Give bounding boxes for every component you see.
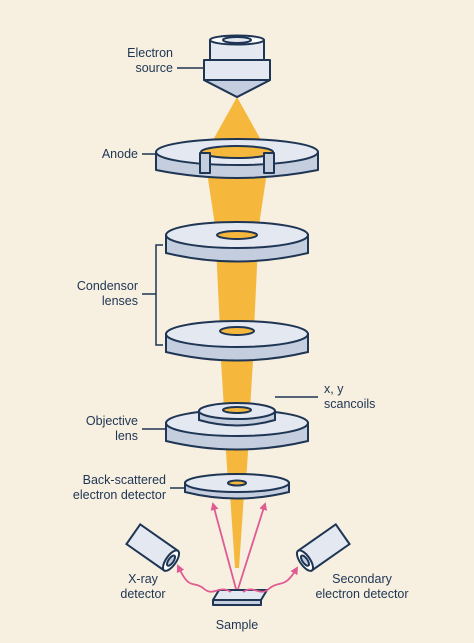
label-backscattered-detector: Back-scattered electron detector [72,473,166,502]
leader-lines [142,67,318,489]
xray-detector [125,523,181,572]
condenser-bracket [155,244,163,346]
label-secondary-detector: Secondary electron detector [315,572,409,601]
scancoils [198,402,276,427]
anode [155,138,319,179]
backscattered-detector [184,473,290,500]
condenser-lens-upper [165,221,309,263]
label-xray-detector: X-ray detector [120,572,166,601]
label-anode: Anode [101,147,138,161]
label-scancoils: x, y scancoils [324,382,376,411]
electron-source [203,34,271,98]
secondary-detector [295,523,351,572]
sample [212,589,268,606]
label-objective-lens: Objective lens [85,414,138,443]
label-electron-source: Electron source [127,46,173,75]
signal-arrows [176,502,299,593]
condenser-lens-lower [165,320,309,362]
label-sample: Sample [215,618,259,632]
label-condensor-lenses: Condensor lenses [76,279,138,308]
